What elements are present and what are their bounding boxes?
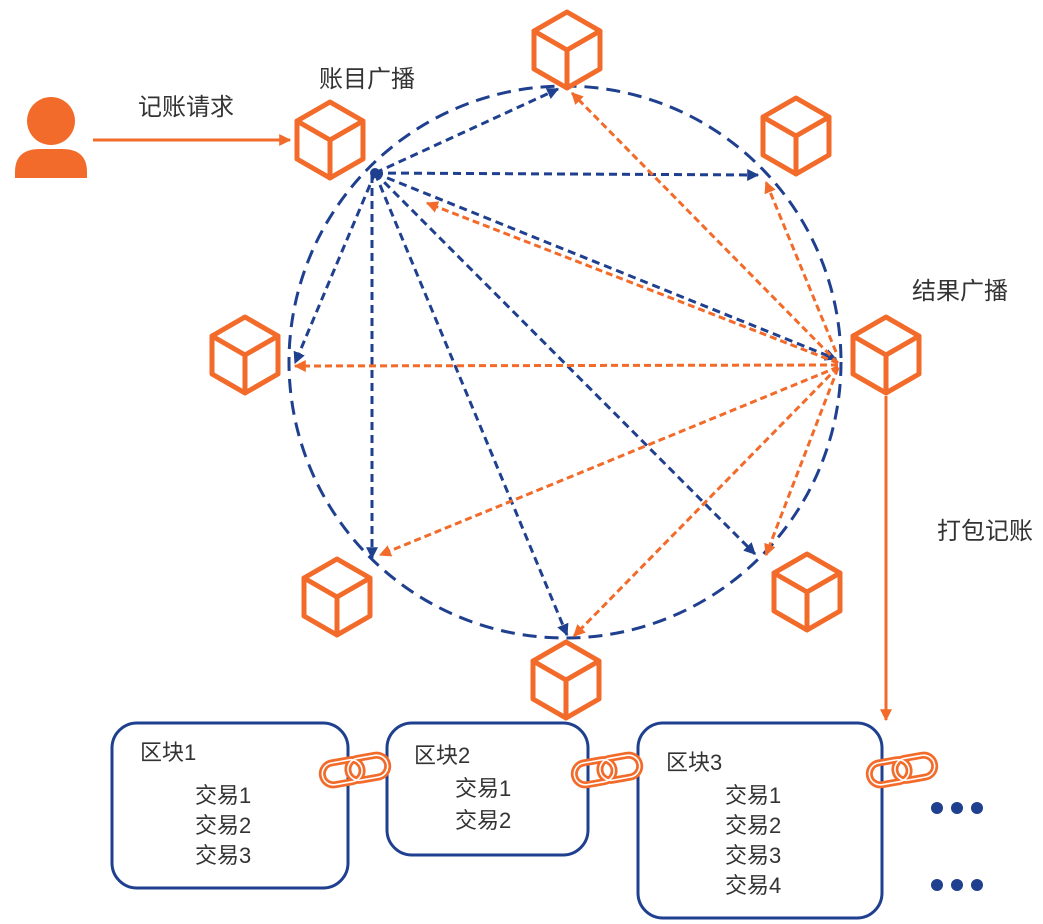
- broadcast-origin-dot: [370, 168, 380, 178]
- orange-arrow-to-origin-node: [425, 201, 839, 365]
- block-2-title: 区块2: [414, 743, 470, 768]
- block-1-frame: [110, 721, 350, 890]
- ellipsis-dots: [931, 879, 983, 891]
- block-3: 区块3 交易1 交易2 交易3 交易4: [636, 721, 884, 920]
- orange-arrow-to-bottom-left-node: [378, 365, 839, 557]
- orange-arrow-to-top-node: [570, 91, 840, 365]
- orange-arrow-to-left-node: [293, 359, 839, 372]
- block-1-tx-2: 交易2: [195, 813, 251, 838]
- bottom-right-node-cube-icon: [774, 554, 840, 630]
- block-2-frame: [385, 721, 590, 857]
- block-2-tx-2: 交易2: [455, 808, 511, 833]
- bottom-node-cube-icon: [533, 642, 599, 718]
- top-node-cube-icon: [534, 12, 600, 88]
- block-3-frame: [636, 721, 884, 920]
- orange-arrow-to-bottom-node: [572, 365, 840, 638]
- block-2: 区块2 交易1 交易2: [385, 721, 590, 857]
- blue-arrow-to-top-node: [374, 87, 560, 175]
- block-3-tx-2: 交易2: [725, 813, 781, 838]
- block-3-tx-4: 交易4: [725, 873, 781, 898]
- result-broadcast-label: 结果广播: [912, 278, 1008, 305]
- orange-arrow-to-bottom-right-node: [764, 367, 840, 557]
- left-node-cube-icon: [212, 317, 278, 393]
- blue-arrow-to-bottom-right-node: [373, 171, 757, 556]
- block-3-title: 区块3: [666, 750, 722, 775]
- pack-record-label: 打包记账: [937, 518, 1033, 545]
- top-right-node-cube-icon: [763, 98, 829, 174]
- block-1-title: 区块1: [140, 740, 196, 765]
- ledger-broadcast-arrows: [293, 87, 838, 637]
- block-1-tx-1: 交易1: [195, 783, 251, 808]
- blue-arrow-to-left-node: [293, 172, 377, 365]
- block-1-tx-3: 交易3: [195, 843, 251, 868]
- block-3-tx-3: 交易3: [725, 843, 781, 868]
- request-label: 记账请求: [138, 94, 234, 121]
- block-3-tx-1: 交易1: [725, 783, 781, 808]
- ellipsis-dots: [931, 802, 983, 814]
- blue-arrow-to-top-right-node: [374, 168, 760, 181]
- result-broadcast-arrows: [293, 91, 840, 638]
- block-2-tx-1: 交易1: [455, 776, 511, 801]
- right-node-cube-icon: [853, 317, 919, 393]
- ledger-broadcast-label: 账目广播: [319, 66, 415, 93]
- blue-arrow-to-bottom-node: [373, 172, 569, 637]
- person-icon: [15, 97, 87, 178]
- block-1: 区块1 交易1 交易2 交易3: [110, 721, 350, 890]
- blue-arrow-to-right-node: [374, 171, 838, 361]
- origin-node-cube-icon: [297, 102, 363, 178]
- orange-arrow-to-top-right-node: [764, 180, 838, 353]
- bottom-left-node-cube-icon: [304, 559, 370, 635]
